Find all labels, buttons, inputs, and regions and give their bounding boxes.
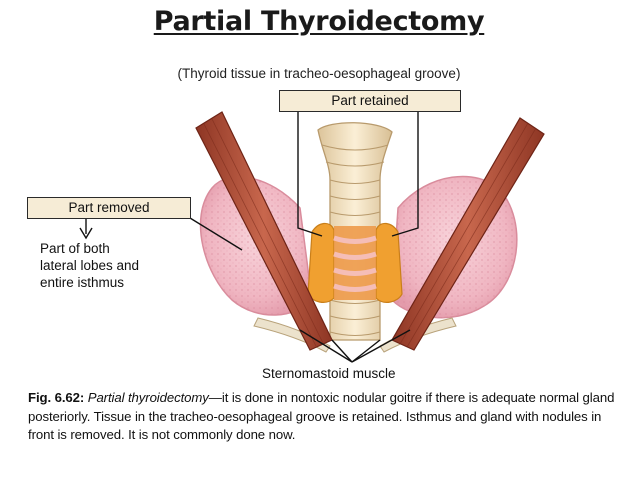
part-removed-description: Part of both lateral lobes and entire is… xyxy=(40,241,140,290)
retained-tissue xyxy=(307,222,403,303)
figure-term: Partial thyroidectomy xyxy=(87,390,209,405)
figure-caption: Fig. 6.62: Partial thyroidectomy—it is d… xyxy=(28,389,618,445)
sternomastoid-muscle-label: Sternomastoid muscle xyxy=(262,366,396,381)
part-removed-label: Part removed xyxy=(27,197,191,219)
diagram-subtitle: (Thyroid tissue in tracheo-oesophageal g… xyxy=(177,66,461,81)
right-sternomastoid-muscle xyxy=(391,117,545,351)
figure-caption-text: —it is done in nontoxic nodular goitre i… xyxy=(28,390,615,442)
slide-title: Partial Thyroidectomy xyxy=(153,6,485,37)
figure-number: Fig. 6.62: xyxy=(28,390,85,405)
part-retained-label: Part retained xyxy=(279,90,461,112)
leader-lines xyxy=(85,112,419,363)
arrow-down-icon xyxy=(79,227,93,240)
